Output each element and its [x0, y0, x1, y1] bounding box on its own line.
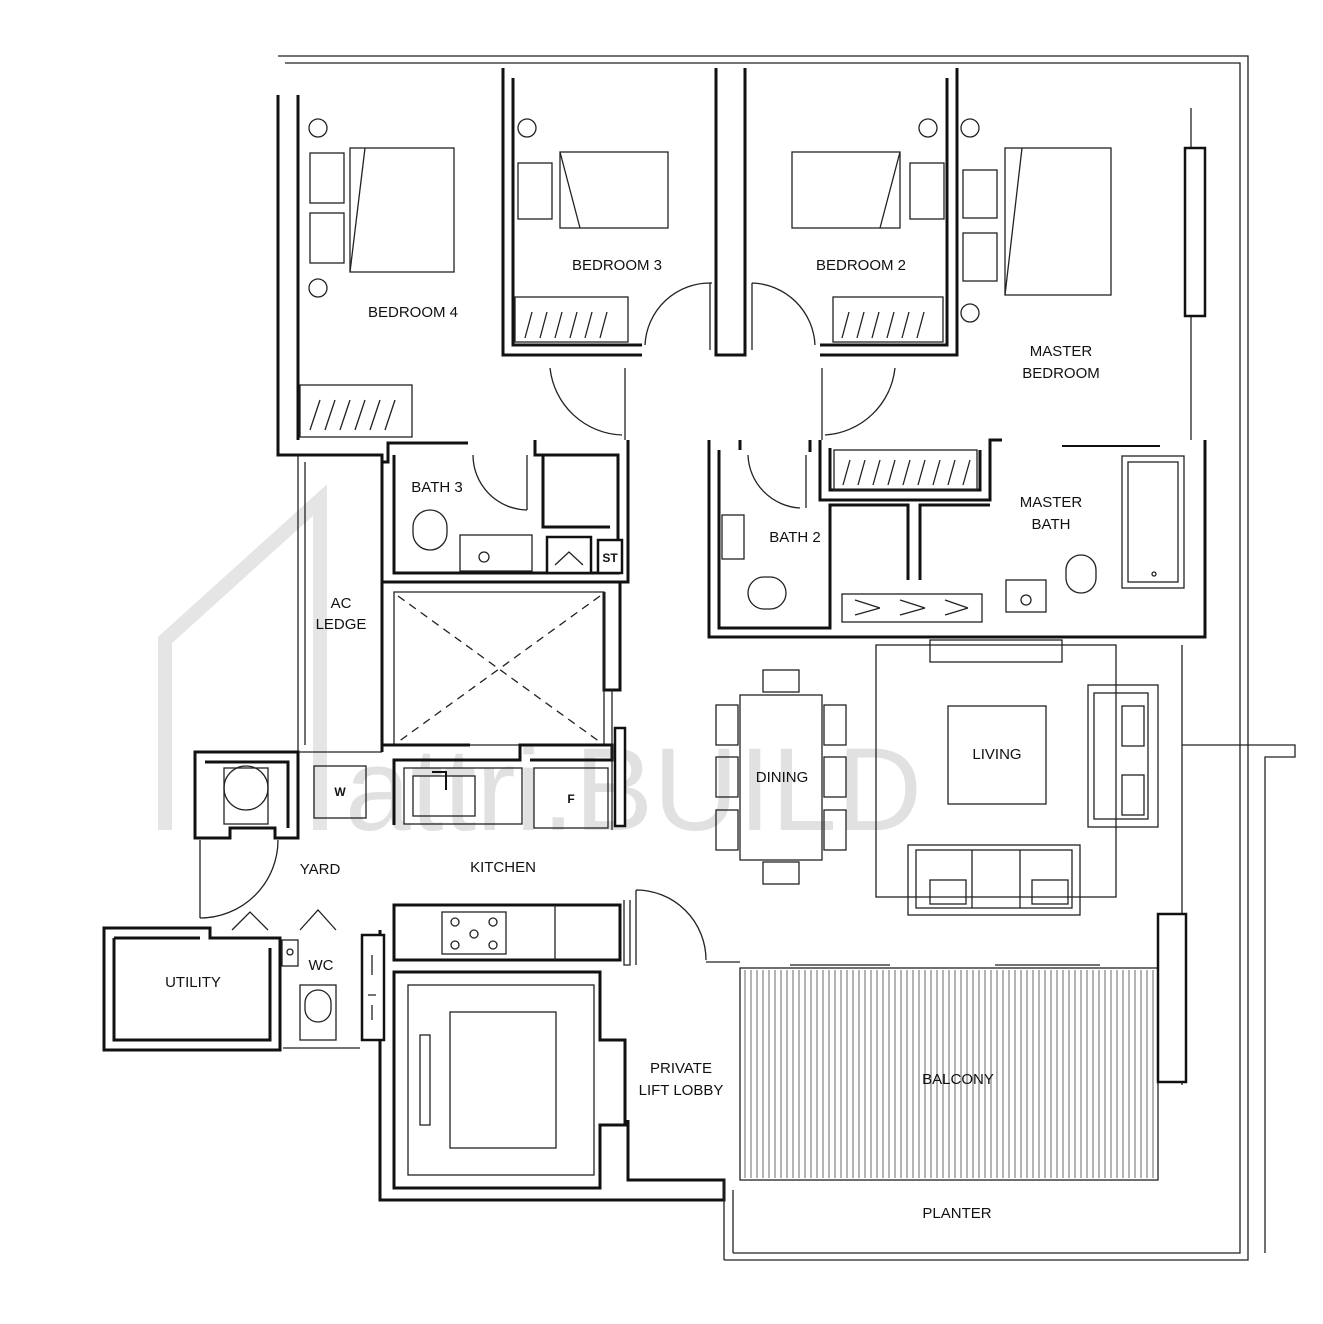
wc: WC [281, 939, 360, 1049]
corridor-doors [549, 367, 896, 440]
dining: DINING [715, 669, 847, 885]
bedroom-2: BEDROOM 2 [751, 68, 959, 357]
bath-2: BATH 2 [707, 440, 1207, 639]
bedroom-3: BEDROOM 3 [501, 68, 747, 357]
storage-label: ST [602, 551, 618, 565]
master-bath: MASTER BATH [818, 438, 1185, 613]
master-bedroom: MASTER BEDROOM [960, 118, 1207, 382]
balcony: BALCONY [739, 912, 1188, 1181]
yard-label: YARD [300, 861, 341, 878]
washer-label: W [334, 785, 346, 799]
ac-ledge-label-1: AC [331, 595, 352, 612]
bedroom-3-label: BEDROOM 3 [572, 257, 662, 274]
utility: UTILITY [102, 926, 282, 1052]
kitchen-label: KITCHEN [470, 859, 536, 876]
master-bath-label-1: MASTER [1020, 494, 1083, 511]
fridge-label: F [567, 792, 574, 806]
balcony-label: BALCONY [922, 1071, 994, 1088]
bath-2-label: BATH 2 [769, 529, 820, 546]
utility-label: UTILITY [165, 974, 221, 991]
master-bedroom-label-1: MASTER [1030, 343, 1093, 360]
bath-3: ST BATH 3 [380, 440, 630, 584]
master-bedroom-label-2: BEDROOM [1022, 365, 1100, 382]
bedroom-4: BEDROOM 4 [276, 95, 468, 464]
bedroom-4-label: BEDROOM 4 [368, 304, 458, 321]
kitchen-upper: F [392, 690, 627, 830]
bath-3-label: BATH 3 [411, 479, 462, 496]
master-bath-label-2: BATH [1032, 516, 1071, 533]
dining-label: DINING [756, 769, 809, 786]
kitchen: KITCHEN [360, 859, 726, 1202]
yard: W YARD [193, 750, 367, 931]
planter: PLANTER [723, 1180, 992, 1260]
balcony-decking [744, 970, 1154, 1178]
wc-label: WC [309, 957, 334, 974]
watermark: attri.BUILD [158, 484, 922, 856]
bedroom-2-label: BEDROOM 2 [816, 257, 906, 274]
private-lift-lobby-label-2: LIFT LOBBY [639, 1082, 724, 1099]
living-label: LIVING [972, 746, 1021, 763]
living: LIVING [875, 639, 1159, 916]
ac-ledge-label-2: LEDGE [316, 616, 367, 633]
planter-label: PLANTER [922, 1205, 991, 1222]
private-lift-lobby: PRIVATE LIFT LOBBY [623, 889, 740, 1099]
private-lift-lobby-label-1: PRIVATE [650, 1060, 712, 1077]
